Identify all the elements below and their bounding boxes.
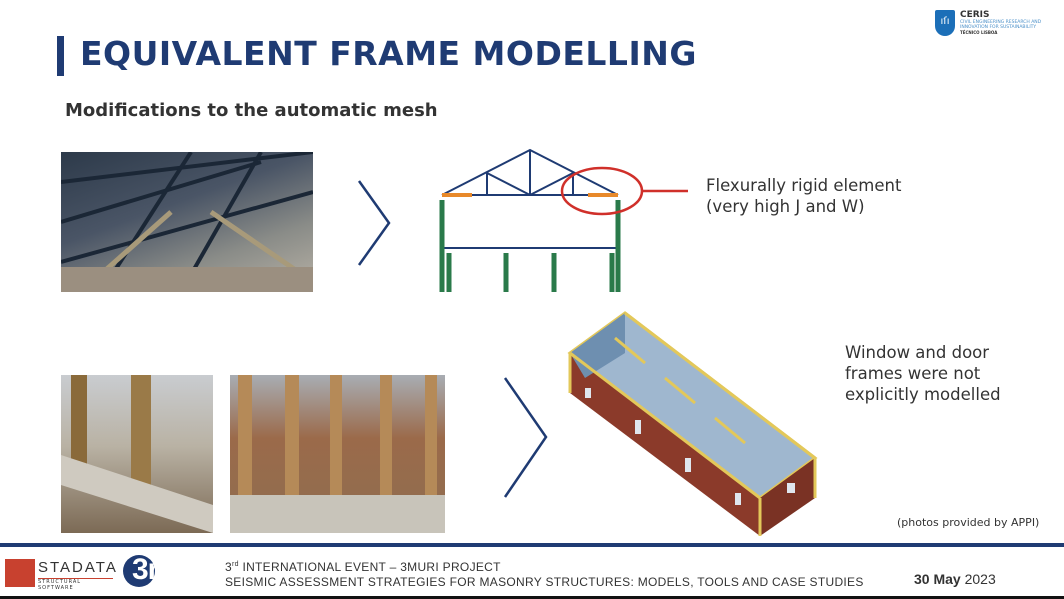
- rigid-element-note: Flexurally rigid element(very high J and…: [706, 176, 902, 216]
- slide-subtitle: Modifications to the automatic mesh: [65, 100, 438, 121]
- logo-name: CERIS: [960, 10, 990, 20]
- stadata-logo: STADATA: [38, 559, 118, 576]
- slide-title: EQUIVALENT FRAME MODELLING: [80, 34, 697, 73]
- 3d-building-model: [567, 311, 818, 536]
- 3muri-logo-mark: [123, 555, 155, 587]
- footer: STADATA STRUCTURAL SOFTWARE 3muri 3rd IN…: [0, 547, 1064, 596]
- construction-photo: [230, 375, 445, 533]
- frame-model-diagram: [439, 148, 688, 292]
- chevron-right-icon: [357, 180, 391, 266]
- stadata-subtitle: STRUCTURAL SOFTWARE: [38, 578, 113, 591]
- chevron-right-icon: [503, 377, 548, 498]
- ceris-logo: ıſı CERIS CIVIL ENGINEERING RESEARCH AND…: [935, 10, 1041, 36]
- logo-line: TÉCNICO LISBOA: [960, 30, 998, 35]
- event-subtitle: SEISMIC ASSESSMENT STRATEGIES FOR MASONR…: [225, 575, 864, 589]
- bottom-border: [0, 596, 1064, 599]
- title-accent-bar: [57, 36, 64, 76]
- photo-credit: (photos provided by APPI): [897, 516, 1040, 529]
- logo-line: CIVIL ENGINEERING RESEARCH AND: [960, 20, 1042, 25]
- 3muri-logo: 3muri: [132, 553, 210, 586]
- shield-icon: ıſı: [935, 10, 955, 36]
- event-date: 30 May 2023: [914, 571, 996, 587]
- roof-photo: [61, 152, 313, 292]
- stadata-logo-mark: [5, 559, 35, 587]
- foundation-photo: [61, 375, 213, 533]
- event-title: 3rd INTERNATIONAL EVENT – 3MURI PROJECT: [225, 560, 501, 574]
- footer-divider: [0, 543, 1064, 547]
- logo-line: INNOVATION FOR SUSTAINABILITY: [960, 25, 1037, 30]
